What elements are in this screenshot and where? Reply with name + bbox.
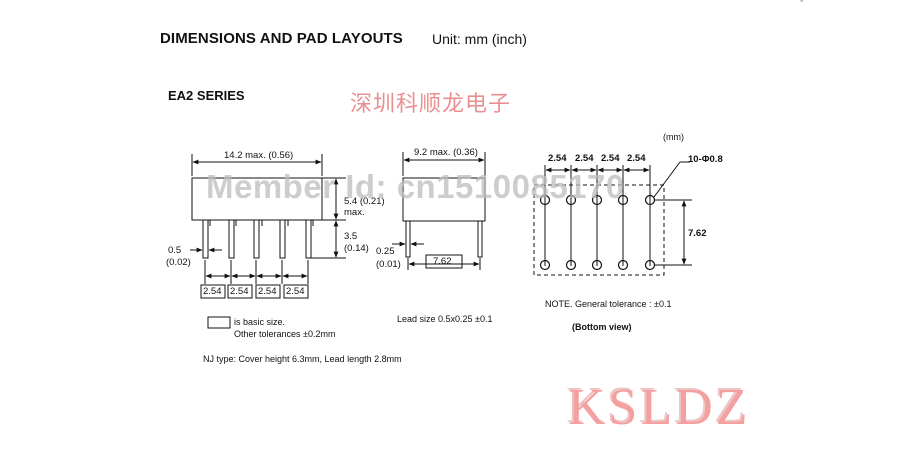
unit-label: Unit: mm (inch)	[432, 31, 527, 47]
corner-mark: •	[800, 0, 804, 7]
pitch-label-3: 2.54	[258, 286, 277, 297]
side-height-label: 5.4 (0.21)	[344, 196, 385, 207]
lead-length-label: 3.5	[344, 231, 358, 242]
hole-count-label: 10-Φ0.8	[688, 154, 723, 165]
lead-width-inch-label: (0.02)	[166, 257, 191, 268]
pad-row-span-label: 7.62	[688, 228, 707, 239]
side-width-label: 14.2 max. (0.56)	[224, 150, 294, 161]
pitch-label-1: 2.54	[203, 286, 222, 297]
pad-layout	[533, 161, 692, 276]
lead-size-note: Lead size 0.5x0.25 ±0.1	[397, 314, 493, 324]
pad-pitch-label-3: 2.54	[601, 153, 620, 164]
pad-holes	[539, 194, 656, 271]
tolerance-note: NOTE. General tolerance : ±0.1	[545, 299, 672, 309]
pad-outline	[533, 184, 665, 276]
chinese-watermark: 深圳科顺龙电子	[350, 92, 512, 117]
end-width-label: 9.2 max. (0.36)	[414, 147, 478, 158]
side-pins	[202, 219, 312, 259]
pad-pitch-label-1: 2.54	[548, 153, 567, 164]
lead-thickness-label: 0.25	[376, 246, 395, 257]
side-height-max-label: max.	[344, 207, 365, 218]
bottom-view-label: (Bottom view)	[572, 322, 632, 332]
brand-shadow: KSLDZ	[566, 377, 749, 434]
basic-size-box	[207, 316, 231, 329]
pad-pitch-label-4: 2.54	[627, 153, 646, 164]
brand-logo: KSLDZ	[568, 379, 751, 436]
lead-width-label: 0.5	[168, 245, 182, 256]
pitch-label-2: 2.54	[230, 286, 249, 297]
pitch-label-4: 2.54	[286, 286, 305, 297]
end-row-span-label: 7.62	[433, 256, 452, 267]
basic-size-note: is basic size.	[234, 317, 286, 327]
pad-pitch-label-2: 2.54	[575, 153, 594, 164]
page-title: DIMENSIONS AND PAD LAYOUTS	[160, 30, 403, 47]
member-id-watermark: Member Id: cn1510085170	[206, 168, 625, 205]
side-view	[190, 154, 346, 329]
lead-thickness-inch-label: (0.01)	[376, 259, 401, 270]
other-tolerance-note: Other tolerances ±0.2mm	[234, 329, 336, 339]
lead-length-inch-label: (0.14)	[344, 243, 369, 254]
series-label: EA2 SERIES	[168, 88, 245, 103]
relay-body-end	[402, 177, 486, 222]
nj-type-note: NJ type: Cover height 6.3mm, Lead length…	[203, 354, 402, 364]
pad-unit-label: (mm)	[663, 132, 684, 142]
end-view	[392, 152, 486, 270]
